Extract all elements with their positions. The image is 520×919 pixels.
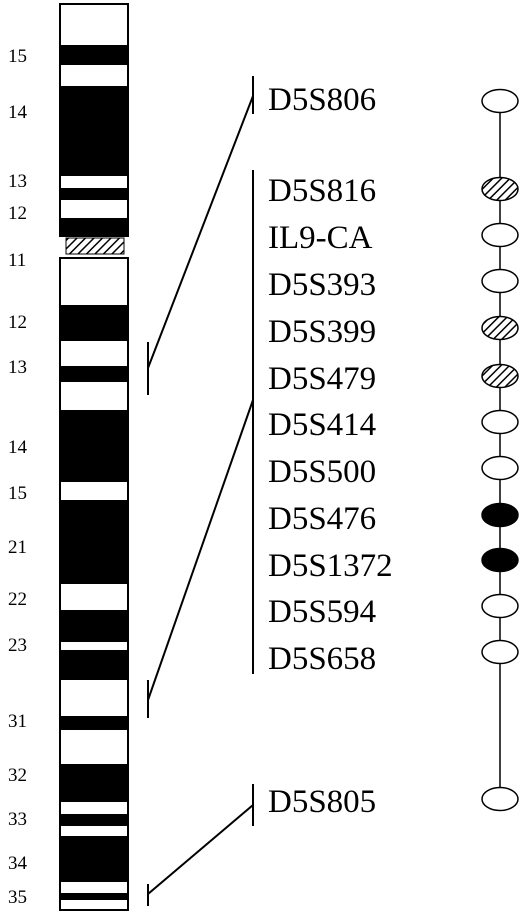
status-oval-open bbox=[481, 455, 519, 481]
band-q31-dark bbox=[61, 716, 127, 730]
marker-label: D5S816 bbox=[268, 173, 376, 209]
long-arm bbox=[59, 257, 129, 911]
marker-label: D5S393 bbox=[268, 267, 376, 303]
status-oval-filled bbox=[481, 502, 519, 528]
marker-label: D5S399 bbox=[268, 314, 376, 350]
band-label: 12 bbox=[8, 203, 27, 224]
band-label: 35 bbox=[8, 887, 27, 908]
band-label: 11 bbox=[8, 250, 26, 271]
status-oval-open bbox=[481, 268, 519, 294]
band-q13-dark bbox=[61, 366, 127, 382]
band-p14-dark bbox=[61, 86, 127, 176]
band-label: 34 bbox=[8, 853, 28, 874]
band-label: 12 bbox=[8, 312, 27, 333]
status-oval-open bbox=[481, 593, 519, 619]
status-oval-open bbox=[481, 409, 519, 435]
marker-label: D5S500 bbox=[268, 454, 376, 490]
marker-label: D5S806 bbox=[268, 82, 376, 118]
band-p13-dark bbox=[61, 188, 127, 200]
band-label: 21 bbox=[8, 537, 27, 558]
projection-line bbox=[147, 95, 254, 369]
marker-label: D5S594 bbox=[268, 594, 376, 630]
band-label: 32 bbox=[8, 765, 27, 786]
band-label: 31 bbox=[8, 711, 27, 732]
band-label: 14 bbox=[8, 102, 28, 123]
band-labels: 15 14 13 12 11 12 13 14 15 21 22 23 31 3… bbox=[8, 46, 28, 908]
projection-line bbox=[147, 804, 254, 895]
band-label: 14 bbox=[8, 437, 28, 458]
status-oval-open bbox=[481, 222, 519, 248]
band-label: 13 bbox=[8, 171, 27, 192]
status-oval-open bbox=[481, 639, 519, 665]
band-q33-dark bbox=[61, 814, 127, 826]
status-oval-hatched bbox=[481, 315, 519, 341]
marker-labels: D5S806 D5S816 IL9-CA D5S393 D5S399 D5S47… bbox=[268, 82, 393, 820]
chromosome-ideogram bbox=[59, 3, 129, 911]
band-q32-dark bbox=[61, 764, 127, 802]
band-q21-dark bbox=[61, 500, 127, 584]
band-label: 23 bbox=[8, 635, 27, 656]
marker-label: IL9-CA bbox=[268, 220, 373, 256]
band-label: 13 bbox=[8, 357, 27, 378]
marker-label: D5S805 bbox=[268, 784, 376, 820]
marker-label: D5S658 bbox=[268, 641, 376, 677]
band-p12-dark bbox=[61, 218, 127, 236]
band-q34-dark bbox=[61, 836, 127, 882]
band-label: 22 bbox=[8, 589, 27, 610]
status-column bbox=[481, 88, 519, 812]
centromere-band bbox=[65, 237, 125, 255]
marker-label: D5S479 bbox=[268, 361, 376, 397]
marker-label: D5S476 bbox=[268, 501, 376, 537]
band-q12-dark bbox=[61, 305, 127, 341]
band-label: 15 bbox=[8, 46, 27, 67]
band-p15-dark bbox=[61, 45, 127, 65]
band-q22-dark bbox=[61, 610, 127, 642]
status-oval-hatched bbox=[481, 176, 519, 202]
band-q23-dark bbox=[61, 650, 127, 680]
projection-line bbox=[147, 399, 254, 701]
status-oval-open bbox=[481, 786, 519, 812]
short-arm bbox=[59, 3, 129, 237]
marker-label: D5S1372 bbox=[268, 548, 393, 584]
band-q35-dark bbox=[61, 893, 127, 900]
status-oval-hatched bbox=[481, 363, 519, 389]
status-ovals bbox=[481, 88, 519, 812]
status-oval-open bbox=[481, 88, 519, 114]
band-q14-dark bbox=[61, 410, 127, 482]
band-label: 15 bbox=[8, 483, 27, 504]
status-oval-filled bbox=[481, 547, 519, 573]
mapping-lines bbox=[147, 76, 254, 906]
marker-label: D5S414 bbox=[268, 407, 376, 443]
band-label: 33 bbox=[8, 809, 27, 830]
